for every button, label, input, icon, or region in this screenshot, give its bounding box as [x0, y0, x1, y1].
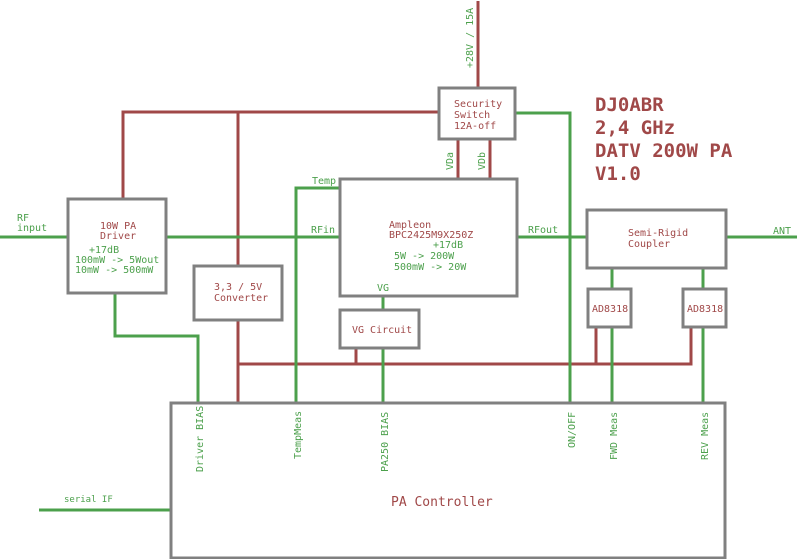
security-name-3: 12A-off: [454, 121, 496, 132]
vg-circuit-block: VG Circuit: [338, 308, 421, 350]
title-line-callsign: DJ0ABR: [595, 94, 664, 116]
label-rfout: RFout: [528, 225, 558, 236]
driver-spec-2: 100mW -> 5Wout: [75, 255, 159, 266]
title-line-product: DATV 200W PA: [595, 140, 733, 162]
title-block: DJ0ABR 2,4 GHz DATV 200W PA V1.0: [595, 94, 733, 185]
driver-block: 10W PA Driver +17dB 100mW -> 5Wout 10mW …: [66, 197, 168, 295]
label-rf-input-1: RF: [17, 213, 29, 224]
ampleon-spec-2: 5W -> 200W: [394, 251, 455, 262]
wire-temp: [294, 186, 341, 403]
rev-detector-block: AD8318: [681, 287, 728, 329]
label-rf-input-2: input: [17, 223, 47, 234]
coupler-block: Semi-Rigid Coupler: [585, 208, 728, 270]
title-line-version: V1.0: [595, 163, 641, 185]
security-name-2: Switch: [454, 110, 490, 121]
pa-controller-block: PA Controller: [169, 401, 727, 559]
pin-pa250-bias: PA250 BIAS: [380, 412, 391, 472]
coupler-name-2: Coupler: [628, 239, 670, 250]
ampleon-spec-1: +17dB: [433, 240, 463, 251]
security-switch-block: Security Switch 12A-off: [437, 86, 517, 141]
converter-block: 3,3 / 5V Converter: [192, 264, 284, 322]
fwd-detector-name: AD8318: [592, 304, 628, 315]
ampleon-spec-3: 500mW -> 20W: [394, 262, 467, 273]
wire-driver-bias: [113, 293, 200, 403]
label-supply: +28V / 15A: [465, 8, 476, 68]
pin-fwd-meas: FWD Meas: [609, 412, 620, 460]
driver-spec-1: +17dB: [89, 245, 119, 256]
rev-detector-name: AD8318: [687, 304, 723, 315]
label-vdb: VDb: [477, 152, 488, 170]
ampleon-name-1: Ampleon: [389, 220, 431, 231]
label-ant: ANT: [773, 226, 791, 237]
security-name-1: Security: [454, 99, 502, 110]
converter-name-2: Converter: [214, 293, 268, 304]
coupler-name-1: Semi-Rigid: [628, 228, 688, 239]
fwd-detector-block: AD8318: [586, 287, 633, 329]
label-vg: VG: [377, 283, 389, 294]
pin-temp-meas: TempMeas: [293, 411, 304, 459]
wire-on-off: [516, 111, 572, 403]
pin-driver-bias: Driver BIAS: [195, 406, 206, 472]
driver-name-1: 10W PA: [100, 221, 136, 232]
driver-spec-3: 10mW -> 500mW: [75, 265, 154, 276]
label-vda: VDa: [445, 152, 456, 170]
pin-on-off: ON/OFF: [567, 412, 578, 448]
controller-name: PA Controller: [391, 495, 493, 510]
vg-circuit-name: VG Circuit: [352, 325, 412, 336]
ampleon-pa-block: Ampleon BPC2425M9X250Z +17dB 5W -> 200W …: [338, 177, 519, 298]
converter-name-1: 3,3 / 5V: [214, 282, 262, 293]
wire-power-bus-top: [121, 110, 440, 198]
driver-name-2: Driver: [100, 231, 136, 242]
label-rfin: RFin: [311, 225, 335, 236]
label-temp: Temp: [312, 176, 336, 187]
title-line-frequency: 2,4 GHz: [595, 117, 675, 139]
ampleon-name-2: BPC2425M9X250Z: [389, 230, 473, 241]
pin-rev-meas: REV Meas: [700, 412, 711, 460]
wire-low-voltage-bus: [238, 327, 693, 366]
label-serial-if: serial IF: [64, 495, 113, 505]
